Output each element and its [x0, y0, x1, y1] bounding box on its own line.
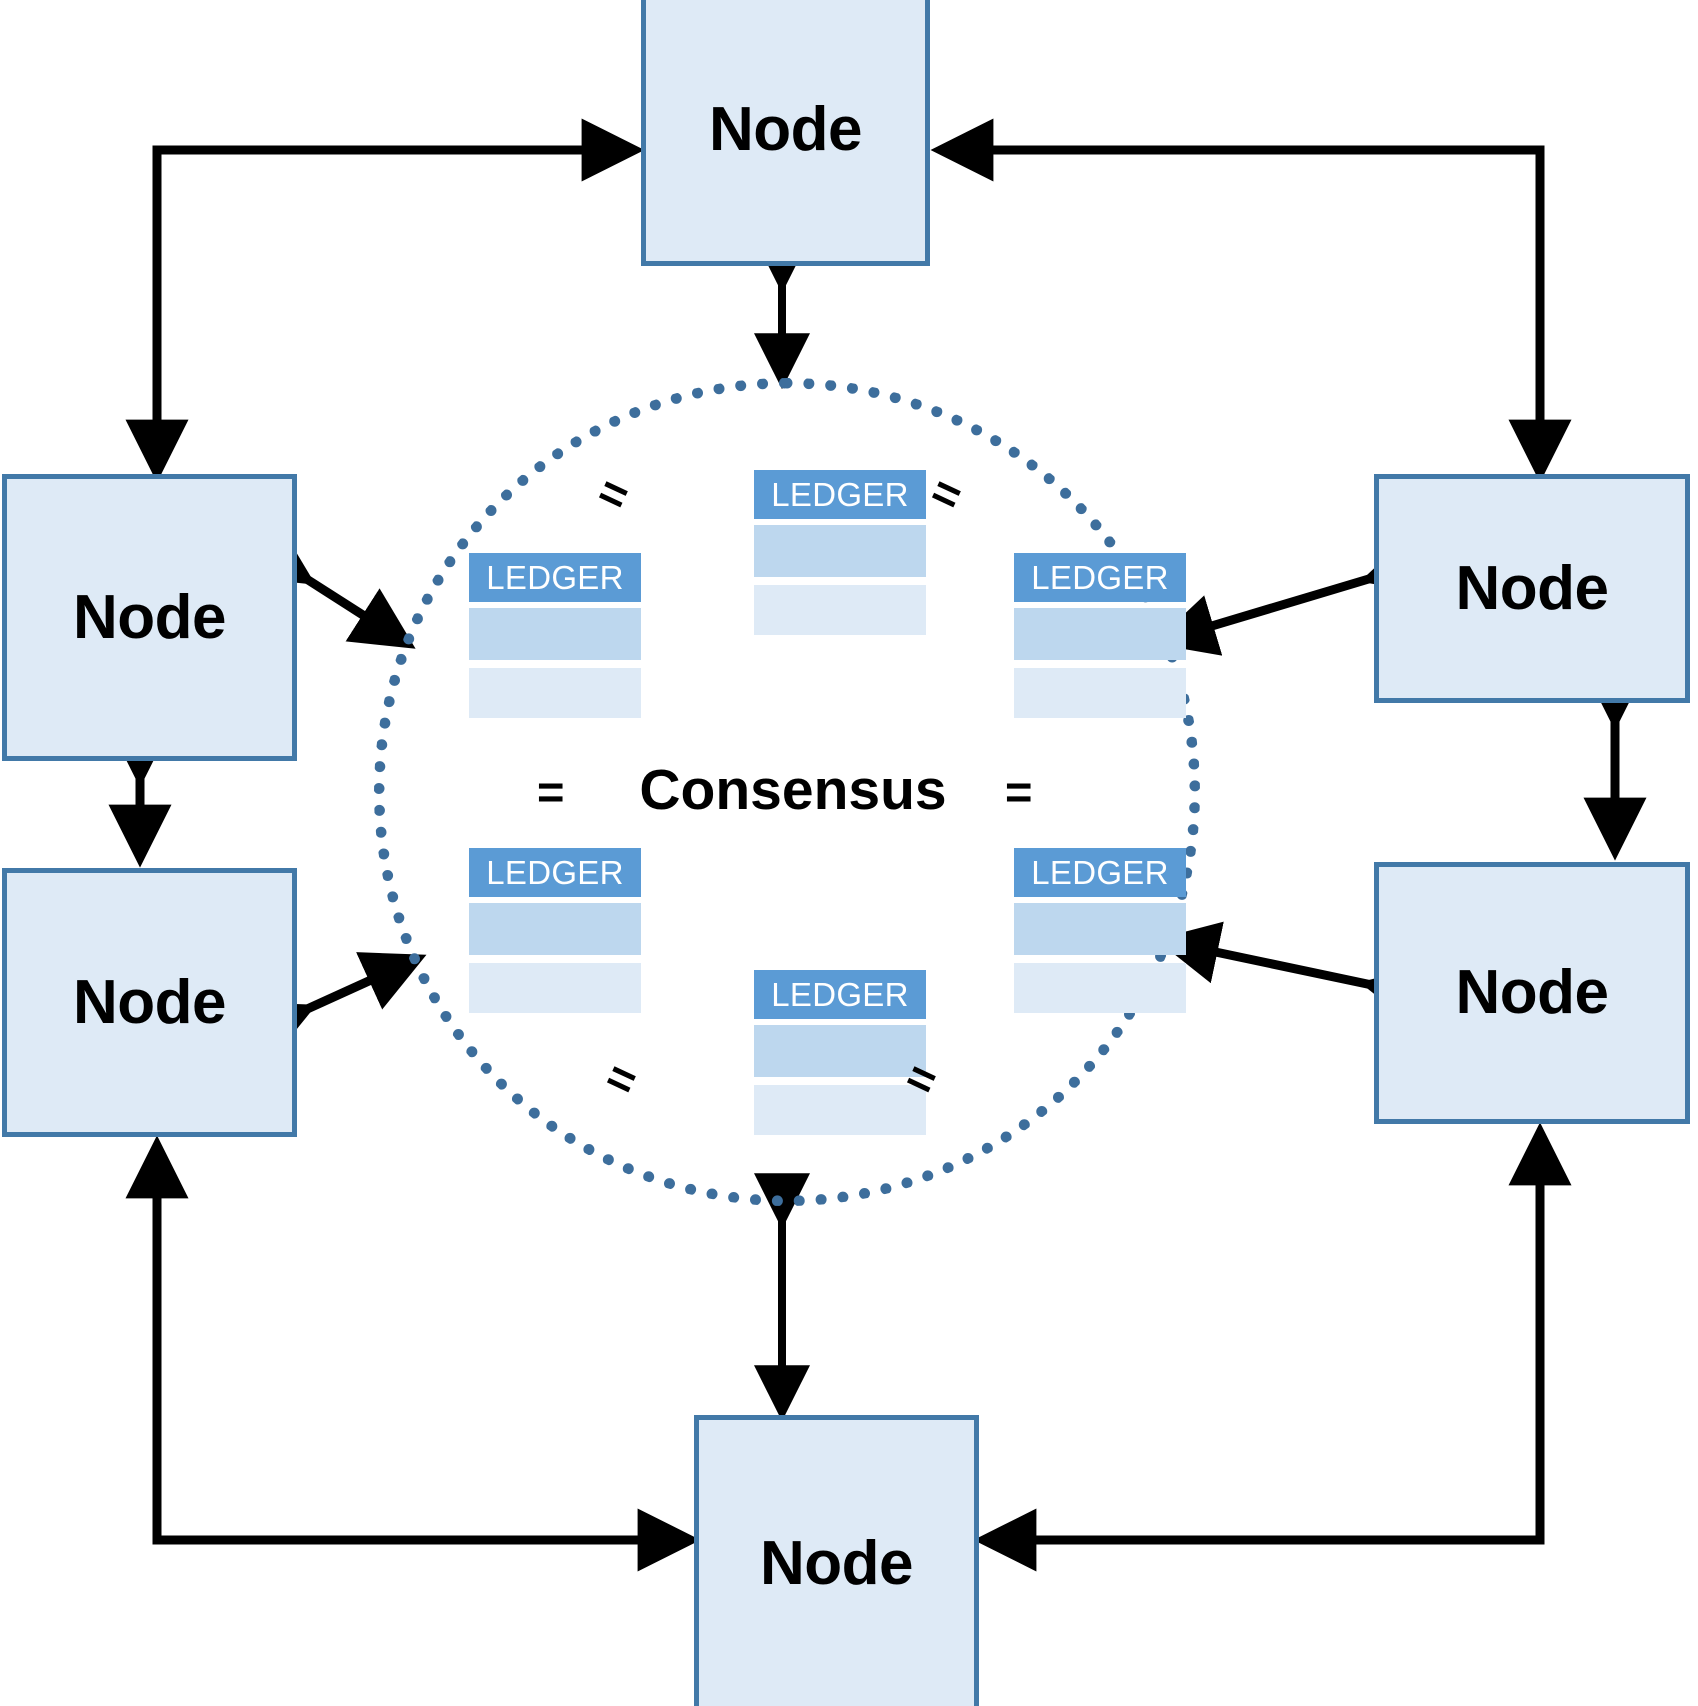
ledger-row — [469, 903, 641, 955]
node-left-upper[interactable]: Node — [2, 474, 297, 761]
consensus-label: Consensus — [639, 758, 947, 822]
ledger-header: LEDGER — [754, 970, 926, 1019]
ledger-left-lower[interactable]: LEDGER — [469, 848, 641, 1013]
ledger-row — [469, 608, 641, 660]
ledger-top[interactable]: LEDGER — [754, 470, 926, 635]
node-label: Node — [73, 582, 227, 652]
node-bottom[interactable]: Node — [694, 1415, 979, 1706]
connector-rightlower-center — [1155, 921, 1428, 1027]
ledger-right-lower[interactable]: LEDGER — [1014, 848, 1186, 1013]
ledger-row — [469, 963, 641, 1013]
connector-bottomright — [973, 1122, 1572, 1572]
ledger-header: LEDGER — [1014, 553, 1186, 602]
ledger-row — [469, 668, 641, 718]
connector-leftlower-center — [246, 952, 427, 1060]
ledger-right-upper[interactable]: LEDGER — [1014, 553, 1186, 718]
equals-sign-icon: = — [537, 765, 565, 818]
ledger-header: LEDGER — [1014, 848, 1186, 897]
consensus-boundary-circle — [374, 378, 1200, 1206]
ledger-header: LEDGER — [754, 470, 926, 519]
node-top[interactable]: Node — [641, 0, 930, 266]
ledger-row — [1014, 903, 1186, 955]
node-right-lower[interactable]: Node — [1374, 862, 1690, 1124]
connector-topleft — [125, 118, 645, 483]
ledger-row — [754, 1025, 926, 1077]
ledger-row — [754, 525, 926, 577]
connector-rightupper-center — [1152, 533, 1430, 656]
ledger-row — [754, 585, 926, 635]
ledger-header: LEDGER — [469, 553, 641, 602]
ledger-row — [754, 1085, 926, 1135]
connector-topright — [930, 118, 1572, 483]
ledger-row — [1014, 608, 1186, 660]
ledger-left-upper[interactable]: LEDGER — [469, 553, 641, 718]
ledger-row — [1014, 668, 1186, 718]
equals-sign-icon: = — [1005, 765, 1033, 818]
node-right-upper[interactable]: Node — [1374, 474, 1690, 703]
connector-leftupper-center — [245, 524, 416, 649]
node-left-lower[interactable]: Node — [2, 868, 297, 1137]
node-label: Node — [709, 95, 863, 164]
node-label: Node — [760, 1528, 914, 1598]
ledger-row — [1014, 963, 1186, 1013]
connector-bottomleft — [125, 1135, 701, 1572]
node-label: Node — [73, 967, 227, 1037]
node-label: Node — [1455, 553, 1610, 623]
ledger-header: LEDGER — [469, 848, 641, 897]
node-label: Node — [1455, 958, 1610, 1027]
ledger-bottom[interactable]: LEDGER — [754, 970, 926, 1135]
